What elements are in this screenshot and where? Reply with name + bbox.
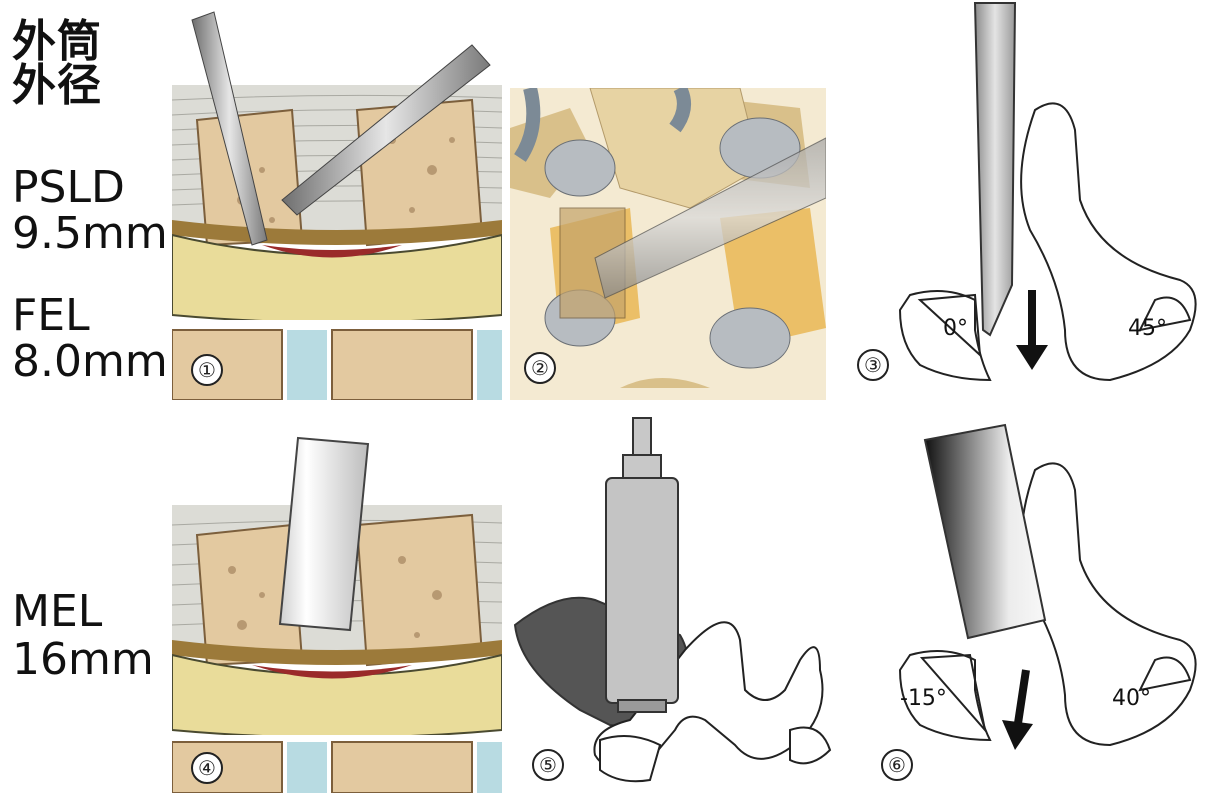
mel-size: 16mm [12, 638, 154, 682]
mel-name: MEL [12, 590, 102, 634]
header-line1: 外筒 [12, 20, 102, 64]
panel-6-left-angle: -15° [900, 686, 947, 711]
panel-3-left-angle: 0° [943, 316, 968, 341]
panel-6-mel-angles: -15° 40° ⑥ [850, 410, 1216, 793]
fel-size: 8.0mm [12, 340, 168, 384]
panel-3-number: ③ [864, 353, 882, 377]
header-line2: 外径 [12, 64, 102, 108]
panel-6-number: ⑥ [888, 753, 906, 777]
panel-2-number: ② [531, 356, 549, 380]
fel-name: FEL [12, 294, 90, 338]
panel-3-right-angle: 45° [1128, 316, 1167, 341]
panel-1-cross-section: ① [172, 0, 502, 400]
panel-5-number: ⑤ [539, 753, 557, 777]
psld-size: 9.5mm [12, 212, 168, 256]
psld-name: PSLD [12, 166, 125, 210]
panel-2-posterior-view: ② [510, 88, 826, 400]
panel-6-right-angle: 40° [1112, 686, 1151, 711]
panel-4-number: ④ [198, 756, 216, 780]
panel-5-device-schematic: ⑤ [500, 410, 840, 793]
panel-3-fel-angles: 0° 45° ③ [850, 0, 1216, 400]
panel-4-mel-cross-section: ④ [172, 430, 502, 793]
panel-1-number: ① [198, 358, 216, 382]
